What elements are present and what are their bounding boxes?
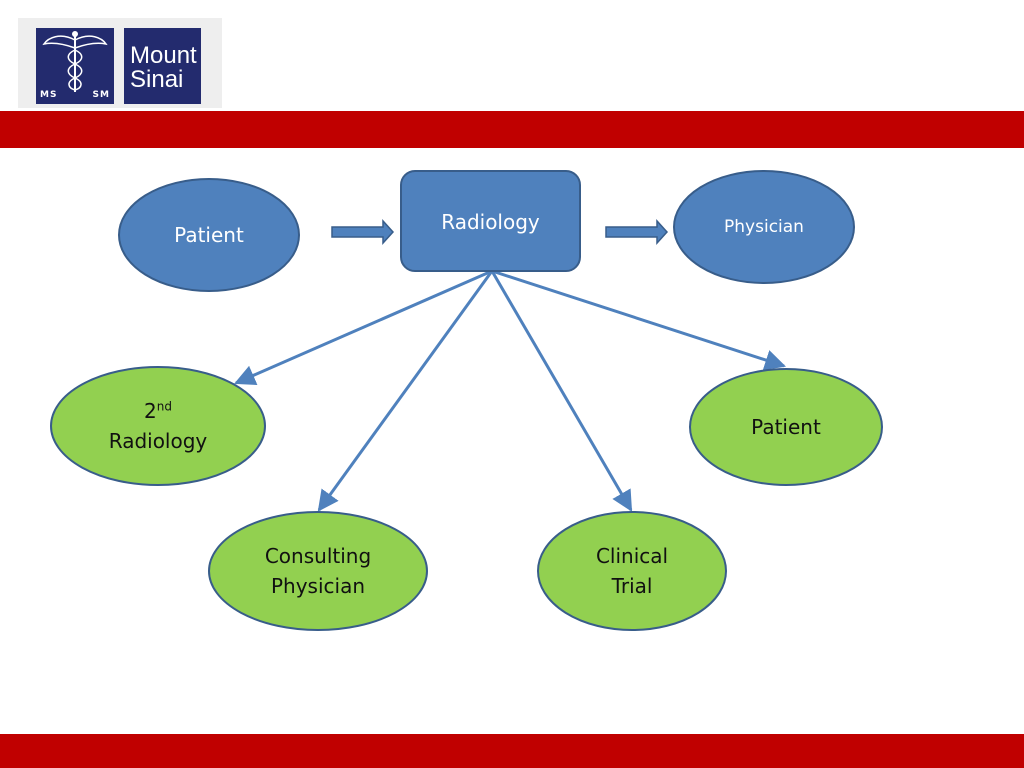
node-radiology: Radiology	[401, 171, 580, 271]
node-patient-source-label: Patient	[174, 223, 244, 247]
caduceus-icon	[42, 31, 108, 92]
node-clinical-trial-line2: Trial	[611, 574, 653, 598]
seal-letters-right: SM	[92, 90, 110, 100]
arrow-to-patient-target	[491, 269, 786, 371]
wordmark-line1: Mount	[130, 42, 197, 69]
node-consulting-physician-line2: Physician	[270, 574, 366, 598]
bottom-red-band	[0, 734, 1024, 768]
arrow-patient-to-radiology	[331, 219, 395, 245]
node-physician: Physician	[674, 171, 854, 283]
node-patient-source-shape	[118, 178, 300, 292]
fanout-arrows	[234, 269, 786, 512]
node-consulting-physician-shape	[208, 511, 428, 631]
arrow-to-clinical-trial	[490, 270, 633, 512]
node-radiology-label: Radiology	[441, 210, 540, 234]
wordmark-line2: Sinai	[130, 66, 184, 93]
node-second-radiology: 2nd Radiology	[51, 367, 265, 485]
node-physician-label: Physician	[724, 217, 804, 237]
node-second-radiology-shape	[50, 366, 266, 486]
arrow-radiology-to-physician	[605, 219, 669, 245]
node-patient-source: Patient	[119, 179, 299, 291]
node-consulting-physician: Consulting Physician	[209, 512, 427, 630]
node-second-radiology-label: Radiology	[108, 429, 208, 453]
node-clinical-trial: Clinical Trial	[538, 512, 726, 630]
node-patient-target-label: Patient	[751, 415, 821, 439]
mssm-seal-logo: MS SM	[36, 28, 114, 104]
node-second-radiology-ordinal: 2nd	[144, 399, 172, 423]
top-red-band	[0, 111, 1024, 148]
seal-letters-left: MS	[40, 90, 58, 100]
arrow-to-consulting-physician	[317, 270, 494, 512]
node-patient-target: Patient	[690, 369, 882, 485]
mount-sinai-wordmark: Mount Sinai	[124, 28, 201, 104]
node-consulting-physician-line1: Consulting	[264, 544, 372, 568]
node-radiology-shape	[400, 170, 581, 272]
arrow-to-second-radiology	[234, 269, 493, 386]
node-patient-target-shape	[689, 368, 883, 486]
node-clinical-trial-line1: Clinical	[595, 544, 669, 568]
node-clinical-trial-shape	[537, 511, 727, 631]
node-physician-shape	[673, 170, 855, 284]
